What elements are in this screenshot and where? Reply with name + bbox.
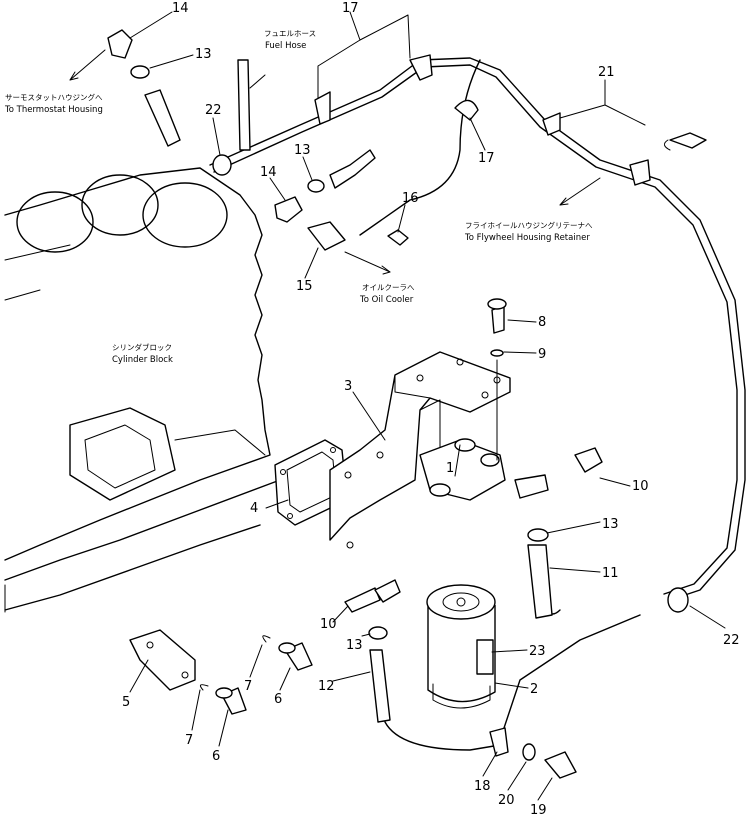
fuel-hose-label: Fuel Hose — [265, 41, 306, 51]
callout-14-top: 14 — [172, 1, 189, 16]
callout-8: 8 — [538, 315, 546, 330]
callout-18: 18 — [474, 779, 491, 794]
callout-11: 11 — [602, 566, 619, 581]
flywheel-label-jp: フライホイールハウジングリテーナへ — [465, 220, 593, 230]
oil-cooler-label: To Oil Cooler — [359, 295, 414, 305]
callout-10-right: 10 — [632, 479, 649, 494]
thermostat-label-jp: サーモスタットハウジングへ — [5, 92, 103, 102]
callout-numbers: 14 13 17 22 21 17 14 13 16 15 8 9 3 1 10… — [122, 1, 740, 818]
cylinder-block-label: Cylinder Block — [112, 355, 173, 365]
callout-22-top: 22 — [205, 103, 222, 118]
callout-4: 4 — [250, 501, 258, 516]
bracket-5 — [129, 629, 196, 691]
cylinder-block-label-jp: シリンダブロック — [112, 342, 172, 352]
callout-13-mid: 13 — [294, 143, 311, 158]
callout-3: 3 — [344, 379, 352, 394]
callout-1: 1 — [446, 461, 454, 476]
callout-10-left: 10 — [320, 617, 337, 632]
bracket-3 — [329, 351, 511, 549]
callout-6-mid: 6 — [274, 692, 282, 707]
callout-15: 15 — [296, 279, 313, 294]
callout-20: 20 — [498, 793, 515, 808]
callout-23: 23 — [529, 644, 546, 659]
thermostat-label: To Thermostat Housing — [4, 105, 103, 115]
callout-14-mid: 14 — [260, 165, 277, 180]
callout-13-left: 13 — [346, 638, 363, 653]
oil-cooler-label-jp: オイルクーラへ — [362, 283, 415, 292]
callout-5: 5 — [122, 695, 130, 710]
callout-7-left: 7 — [185, 733, 193, 748]
fuel-hoses — [144, 57, 746, 751]
callout-13-right: 13 — [602, 517, 619, 532]
callout-13-top: 13 — [195, 47, 212, 62]
callout-7-mid: 7 — [244, 679, 252, 694]
callout-6-left: 6 — [212, 749, 220, 764]
callout-17-mid: 17 — [478, 151, 495, 166]
filter-head-1 — [419, 438, 506, 501]
fuel-hose-label-jp: フュエルホース — [264, 29, 316, 38]
flywheel-label: To Flywheel Housing Retainer — [464, 233, 590, 243]
callout-12: 12 — [318, 679, 335, 694]
cylinder-block — [4, 167, 331, 613]
callout-16: 16 — [402, 191, 419, 206]
direction-arrows — [69, 49, 601, 275]
gasket-4 — [274, 439, 348, 526]
callout-21: 21 — [598, 65, 615, 80]
fuel-filter-2 — [426, 584, 496, 709]
clamps-and-fittings — [107, 29, 707, 779]
callout-17-top: 17 — [342, 1, 359, 16]
callout-22-bottom: 22 — [723, 633, 740, 648]
callout-19: 19 — [530, 803, 547, 818]
callout-2: 2 — [530, 682, 538, 697]
callout-9: 9 — [538, 347, 546, 362]
leader-lines — [129, 11, 726, 801]
